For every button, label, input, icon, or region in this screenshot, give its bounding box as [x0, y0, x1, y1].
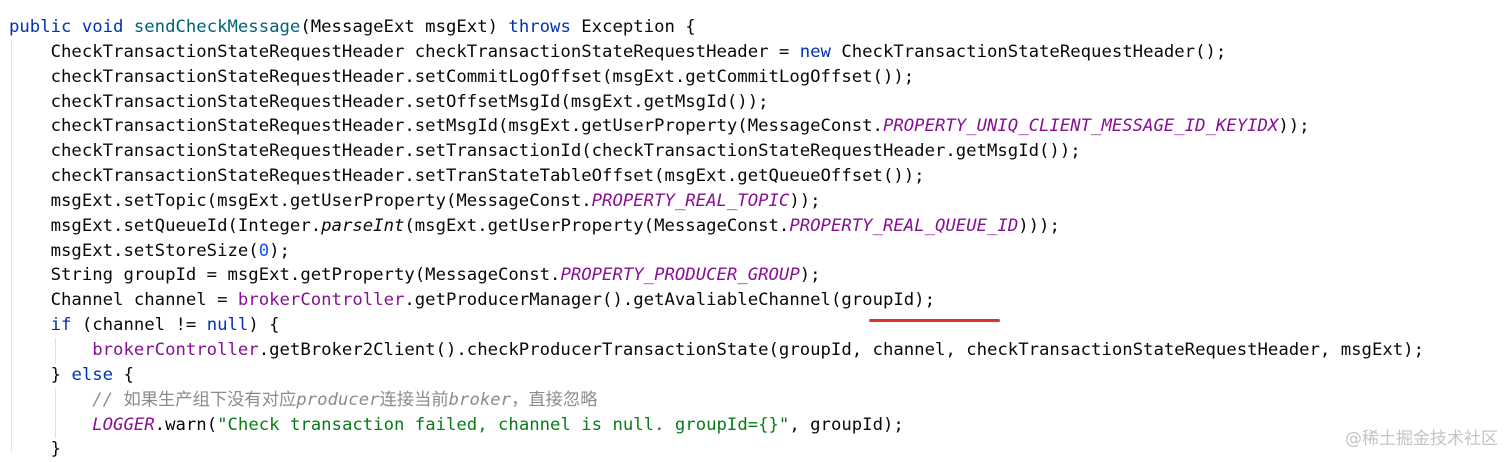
code-token: ) { — [248, 315, 280, 336]
code-token: // — [92, 389, 124, 410]
watermark: @稀土掘金技术社区 — [1345, 429, 1498, 449]
code-token: checkTransactionStateRequestHeader.setTr… — [9, 166, 925, 187]
code-line[interactable]: checkTransactionStateRequestHeader.setMs… — [9, 114, 1424, 139]
code-token: PROPERTY_UNIQ_CLIENT_MESSAGE_ID_KEYIDX — [882, 116, 1279, 137]
code-token: (MessageExt msgExt) — [300, 17, 509, 37]
code-token: 0 — [258, 240, 270, 261]
indent-guide — [55, 338, 56, 364]
code-token: 如果生产组下没有对应 — [123, 389, 297, 410]
code-token: ))); — [1018, 215, 1060, 236]
code-token — [9, 415, 92, 435]
code-token: brokerController — [237, 290, 405, 311]
code-token: )); — [1278, 116, 1310, 137]
code-token: LOGGER — [92, 414, 155, 435]
code-token: { — [123, 364, 134, 385]
code-token: checkTransactionStateRequestHeader.setOf… — [9, 91, 769, 112]
code-token: producer — [296, 389, 380, 410]
code-token: PROPERTY_PRODUCER_GROUP — [560, 265, 800, 286]
code-token: new — [799, 41, 842, 62]
highlight-underline — [869, 319, 1000, 322]
code-line[interactable]: checkTransactionStateRequestHeader.setTr… — [9, 164, 1424, 189]
code-token: ，直接忽略 — [511, 389, 598, 410]
code-line[interactable]: } else { — [9, 363, 1424, 388]
code-token — [9, 390, 92, 410]
code-token: Channel channel = — [9, 290, 238, 311]
code-token: , groupId); — [789, 414, 904, 435]
code-line[interactable]: String groupId = msgExt.getProperty(Mess… — [9, 263, 1424, 288]
code-line[interactable]: CheckTransactionStateRequestHeader check… — [9, 40, 1424, 65]
code-token: } — [9, 439, 62, 460]
code-token: ); — [269, 240, 290, 261]
code-token: null — [206, 315, 249, 336]
code-token: else — [71, 364, 124, 385]
code-token: 连接当前 — [379, 389, 449, 410]
code-token: PROPERTY_REAL_QUEUE_ID — [789, 215, 1019, 236]
code-token: broker — [448, 389, 512, 410]
code-line[interactable]: Channel channel = brokerController.getPr… — [9, 288, 1424, 313]
code-token — [9, 315, 51, 335]
code-token: brokerController — [92, 339, 259, 360]
code-line[interactable]: } — [9, 437, 1424, 462]
code-token: throws — [508, 17, 582, 37]
code-token: )); — [789, 190, 821, 211]
code-line[interactable]: msgExt.setStoreSize(0); — [9, 239, 1424, 264]
code-token: checkTransactionStateRequestHeader.setMs… — [9, 116, 883, 137]
code-token: CheckTransactionStateRequestHeader(); — [841, 41, 1227, 62]
code-token: ); — [799, 265, 821, 286]
code-line[interactable]: checkTransactionStateRequestHeader.setTr… — [9, 139, 1424, 164]
code-line[interactable]: // 如果生产组下没有对应producer连接当前broker，直接忽略 — [9, 388, 1424, 413]
code-token — [9, 340, 92, 360]
code-token: } — [9, 364, 72, 385]
indent-guide — [11, 40, 12, 452]
code-line[interactable]: LOGGER.warn("Check transaction failed, c… — [9, 413, 1424, 438]
code-token: if — [50, 315, 82, 336]
code-line[interactable]: public void sendCheckMessage(MessageExt … — [9, 15, 1424, 40]
code-token: sendCheckMessage — [133, 17, 301, 37]
code-line[interactable]: if (channel != null) { — [9, 313, 1424, 338]
code-token: (channel != — [81, 315, 207, 336]
code-line[interactable]: checkTransactionStateRequestHeader.setCo… — [9, 65, 1424, 90]
code-line[interactable]: msgExt.setQueueId(Integer.parseInt(msgEx… — [9, 214, 1424, 239]
code-token: checkTransactionStateRequestHeader.setCo… — [9, 66, 915, 87]
code-line[interactable]: checkTransactionStateRequestHeader.setOf… — [9, 90, 1424, 115]
indent-guide — [55, 388, 56, 438]
code-token: "Check transaction failed, channel is nu… — [217, 414, 790, 435]
code-token: parseInt — [321, 215, 405, 236]
code-line[interactable]: msgExt.setTopic(msgExt.getUserProperty(M… — [9, 189, 1424, 214]
code-token: checkTransactionStateRequestHeader.setTr… — [9, 141, 1081, 162]
code-token: .warn( — [154, 414, 218, 435]
code-token: msgExt.setTopic(msgExt.getUserProperty(M… — [9, 190, 592, 211]
code-token: String groupId = msgExt.getProperty(Mess… — [9, 265, 561, 286]
code-token: public void — [9, 17, 134, 37]
code-token: .getProducerManager().getAvaliableChanne… — [404, 290, 935, 311]
code-token: PROPERTY_REAL_TOPIC — [591, 190, 790, 211]
code-token: CheckTransactionStateRequestHeader check… — [9, 41, 800, 62]
code-token: .getBroker2Client().checkProducerTransac… — [258, 339, 1424, 360]
code-token: (msgExt.getUserProperty(MessageConst. — [404, 215, 790, 236]
code-token: msgExt.setStoreSize( — [9, 240, 259, 261]
code-block[interactable]: public void sendCheckMessage(MessageExt … — [9, 15, 1424, 462]
code-line[interactable]: brokerController.getBroker2Client().chec… — [9, 338, 1424, 363]
code-token: Exception { — [581, 17, 696, 37]
code-token: msgExt.setQueueId(Integer. — [9, 215, 322, 236]
